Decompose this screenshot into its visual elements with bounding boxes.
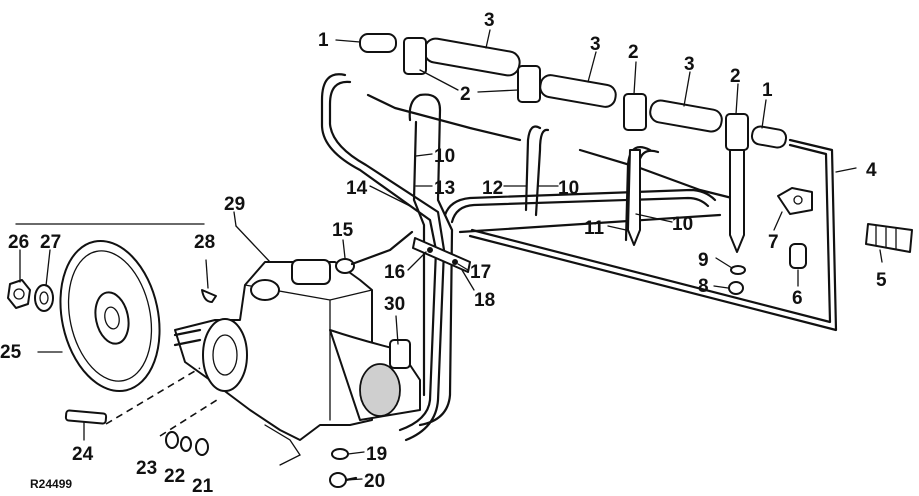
callout-13: 13 [434,178,455,199]
callout-2-b: 2 [628,42,639,63]
injection-nozzles [403,37,749,253]
callout-25: 25 [0,342,22,363]
drive-gear [59,239,161,393]
clip-5 [865,223,913,253]
line-clamp [412,237,471,273]
leak-off-return-line [468,138,838,332]
leak-off-pipes [359,33,788,149]
callout-1-left: 1 [318,30,329,51]
figure-reference-code: R24499 [30,477,72,491]
callout-17: 17 [470,262,491,283]
stud-dashed-line [159,397,221,437]
callout-20: 20 [364,471,385,492]
banjo-fitting [335,230,414,274]
sleeve-6 [789,243,807,269]
stud-washer-23 [165,431,179,449]
stud-washer-22 [180,436,192,452]
leader-lines [15,29,883,481]
callout-22: 22 [164,466,185,487]
gear-washer [34,284,54,312]
callout-21: 21 [192,476,214,496]
callout-5: 5 [876,270,887,291]
callout-18: 18 [474,290,495,311]
callout-2-c: 2 [730,66,741,87]
callout-3-a: 3 [484,10,495,31]
callout-10-b: 10 [558,178,579,199]
mounting-stud [64,367,201,425]
callout-2-a: 2 [460,84,471,105]
woodruff-key [201,289,217,303]
callout-24: 24 [72,444,94,465]
seal-8 [728,281,744,295]
callout-9: 9 [698,250,709,271]
callout-19: 19 [366,444,387,465]
callout-28: 28 [194,232,215,253]
callout-10-a: 10 [434,146,455,167]
injection-pump [173,259,421,466]
callout-11: 11 [584,218,605,239]
callout-7: 7 [768,232,779,253]
stud-nut-21 [195,438,209,456]
injection-lines [320,73,742,442]
callout-6: 6 [792,288,803,309]
callout-8: 8 [698,276,709,297]
callout-3-b: 3 [590,34,601,55]
washer-9 [730,265,746,275]
callout-15: 15 [332,220,354,241]
callout-3-c: 3 [684,54,695,75]
callout-30: 30 [384,294,405,315]
washer-19 [331,448,349,460]
gear-nut [7,279,31,309]
callout-4: 4 [866,160,877,181]
callout-12: 12 [482,178,503,199]
callout-29: 29 [224,194,245,215]
callout-10-c: 10 [672,214,693,235]
callout-labels: 1 1 2 2 2 2 3 3 3 3 4 5 6 7 8 9 10 10 10… [0,10,887,496]
clamp-7 [777,187,813,215]
callout-23: 23 [136,458,157,479]
callout-27: 27 [40,232,61,253]
callout-26: 26 [8,232,29,253]
callout-14: 14 [346,178,368,199]
callout-1-right: 1 [762,80,773,101]
callout-16: 16 [384,262,405,283]
